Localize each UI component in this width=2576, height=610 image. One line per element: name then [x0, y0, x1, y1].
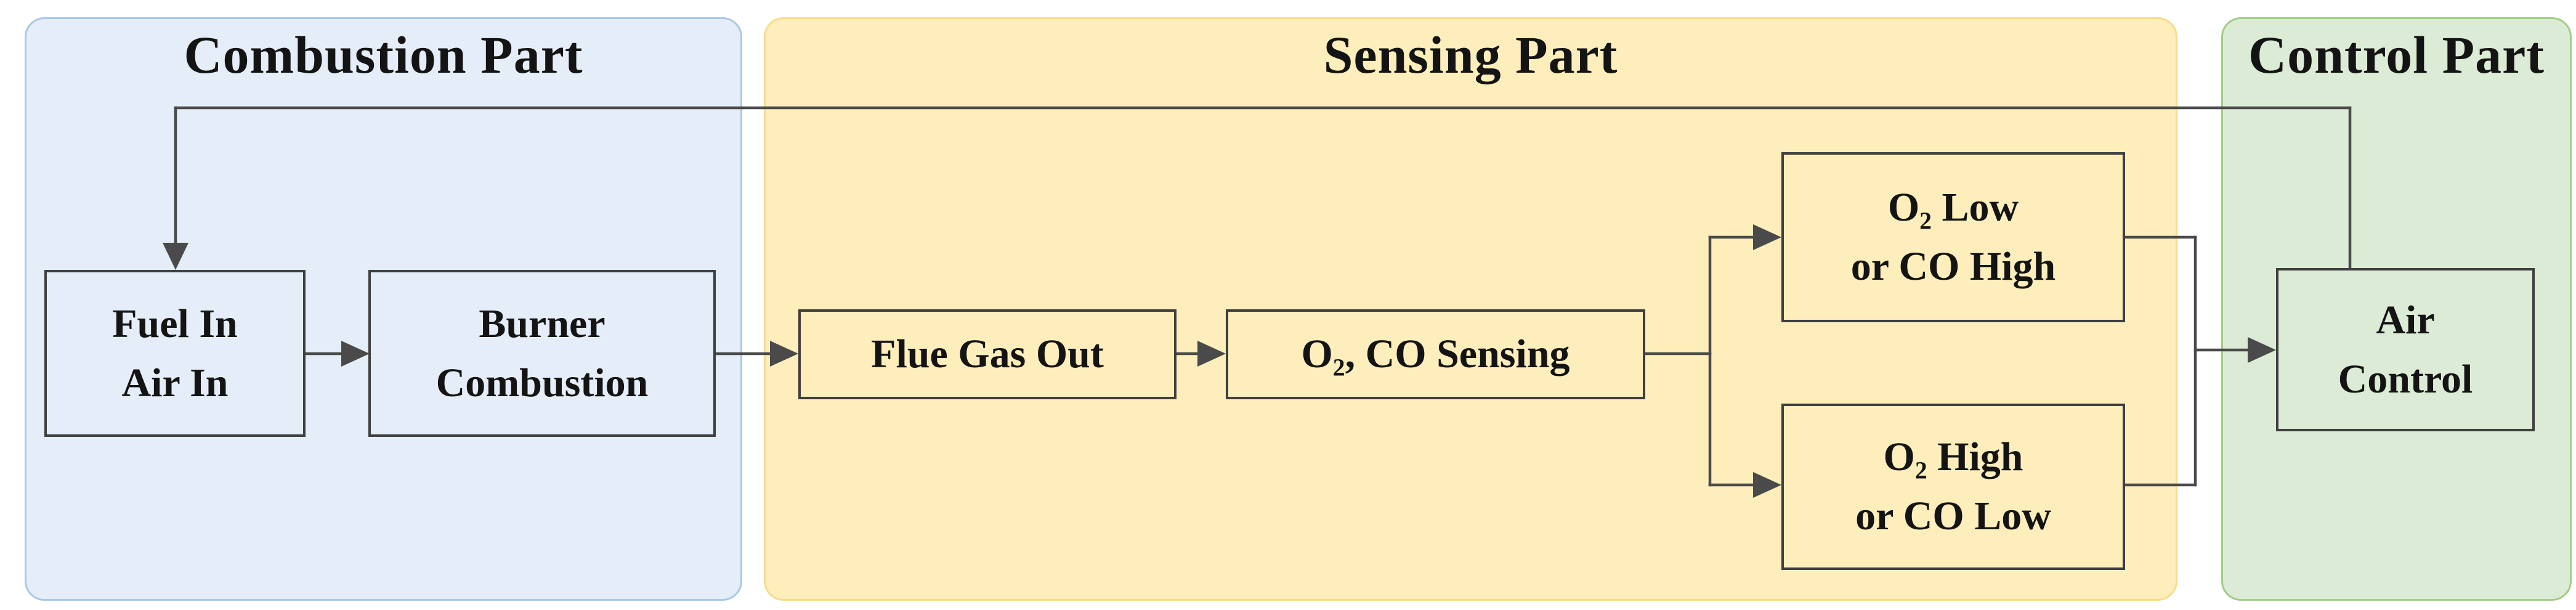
arrowhead-merge-air-icon: [2248, 337, 2276, 363]
node-fuel-air-in: Fuel In Air In: [44, 270, 306, 437]
node-burner-combustion: Burner Combustion: [368, 270, 716, 437]
node-flue-gas-out-label: Flue Gas Out: [871, 331, 1104, 377]
arrowhead-burner-flue-icon: [770, 341, 798, 367]
arrowhead-feedback-icon: [163, 243, 188, 270]
node-fuel-air-in-label: Fuel In Air In: [112, 301, 238, 405]
node-o2-low-or-co-high: O₂ Low or CO High: [1781, 152, 2125, 322]
node-o2-high-or-co-low: O₂ High or CO Low: [1781, 404, 2125, 570]
node-o2-high-or-co-low-label: O₂ High or CO Low: [1855, 434, 2051, 539]
node-burner-combustion-label: Burner Combustion: [435, 301, 649, 405]
node-o2-co-sensing: O₂, CO Sensing: [1226, 309, 1645, 399]
node-o2-low-or-co-high-label: O₂ Low or CO High: [1850, 185, 2056, 289]
arrowhead-fuel-burner-icon: [341, 341, 370, 367]
node-air-control: Air Control: [2276, 268, 2535, 431]
arrowhead-split-upper-icon: [1753, 224, 1781, 250]
node-o2-co-sensing-label: O₂, CO Sensing: [1301, 331, 1570, 377]
node-air-control-label: Air Control: [2338, 297, 2473, 402]
panel-control-title: Control Part: [2248, 25, 2545, 84]
node-flue-gas-out: Flue Gas Out: [798, 309, 1177, 399]
arrowhead-flue-sensing-icon: [1197, 341, 1226, 367]
panel-combustion-title: Combustion Part: [184, 25, 583, 84]
arrowhead-split-lower-icon: [1753, 472, 1781, 498]
panel-sensing-title: Sensing Part: [1323, 25, 1618, 84]
